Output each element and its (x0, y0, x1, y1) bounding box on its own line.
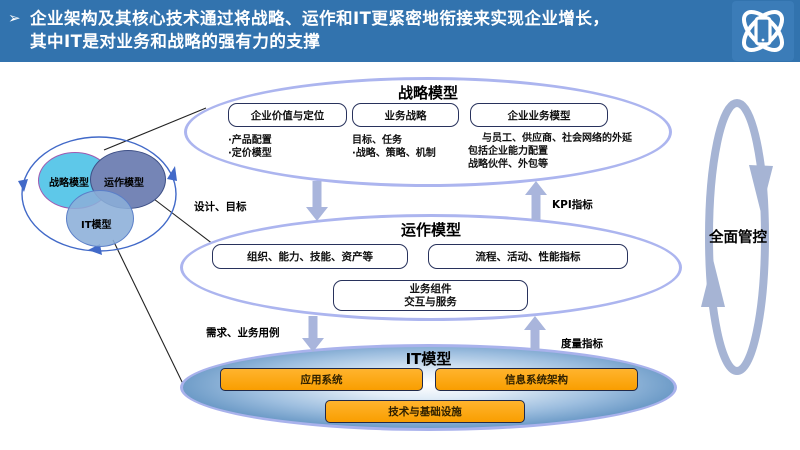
note-line: 目标、任务 (352, 135, 402, 146)
label-design-goal: 设计、目标 (194, 201, 247, 213)
operation-box-process: 流程、活动、性能指标 (428, 244, 628, 269)
note-line: 战略伙伴、外包等 (468, 159, 548, 170)
control-cycle-arrowhead-up (701, 259, 725, 307)
label-measure: 度量指标 (561, 338, 603, 350)
strategy-box-value-positioning: 企业价值与定位 (228, 103, 347, 127)
venn-cycle-arrowhead-left (18, 179, 28, 192)
venn-operation-label: 运作模型 (104, 178, 144, 189)
operation-box-components-line1: 业务组件 (409, 282, 452, 295)
operation-box-components-line2: 交互与服务 (404, 295, 457, 308)
label-requirement-usecase: 需求、业务用例 (206, 327, 280, 339)
it-box-application-system: 应用系统 (220, 368, 423, 391)
operation-box-organization: 组织、能力、技能、资产等 (212, 244, 408, 269)
venn-cycle-arrowhead-right (167, 166, 177, 181)
strategy-model-ellipse (184, 77, 672, 187)
note-line: ·定价模型 (228, 148, 272, 159)
operation-model-title: 运作模型 (400, 221, 461, 239)
logo-badge (732, 1, 794, 61)
it-box-tech-infrastructure: 技术与基础设施 (325, 400, 525, 423)
note-line: ·产品配置 (228, 135, 272, 146)
venn-it-label: IT模型 (81, 220, 112, 231)
header-bar: ➢ 企业架构及其核心技术通过将战略、运作和IT更紧密地衔接来实现企业增长， 其中… (0, 0, 800, 62)
control-cycle-ellipse (705, 99, 769, 375)
slide-title-line2: 其中IT是对业务和战略的强有力的支撑 (30, 32, 321, 51)
label-overall-control: 全面管控 (709, 230, 767, 246)
venn-it-circle (66, 190, 134, 247)
it-model-title: IT模型 (405, 350, 452, 368)
connector-line-it (112, 239, 186, 389)
arrow-bullet-icon: ➢ (8, 9, 21, 27)
connector-line-strategy (103, 107, 207, 151)
strategy-model-title: 战略模型 (397, 84, 458, 102)
note-line: ·战略、策略、机制 (352, 148, 436, 159)
strategy-notes-2: 目标、任务 ·战略、策略、机制 (352, 134, 436, 160)
strategy-notes-3: 与员工、供应商、社会网络的外延 包括企业能力配置 战略伙伴、外包等 (468, 132, 632, 171)
venn-strategy-label: 战略模型 (49, 178, 89, 189)
strategy-box-business-strategy: 业务战略 (352, 103, 459, 127)
note-line: 包括企业能力配置 (468, 146, 548, 157)
note-line: 与员工、供应商、社会网络的外延 (482, 133, 632, 144)
atom-device-icon (742, 10, 784, 52)
slide-title-line1: 企业架构及其核心技术通过将战略、运作和IT更紧密地衔接来实现企业增长， (30, 9, 610, 28)
strategy-notes-1: ·产品配置 ·定价模型 (228, 134, 272, 160)
slide-title: 企业架构及其核心技术通过将战略、运作和IT更紧密地衔接来实现企业增长， 其中IT… (30, 7, 730, 53)
control-cycle-arrowhead-down (749, 165, 773, 213)
strategy-box-business-model: 企业业务模型 (470, 103, 608, 127)
it-box-information-architecture: 信息系统架构 (435, 368, 638, 391)
label-kpi: KPI指标 (552, 199, 593, 211)
operation-box-components: 业务组件 交互与服务 (333, 280, 528, 311)
